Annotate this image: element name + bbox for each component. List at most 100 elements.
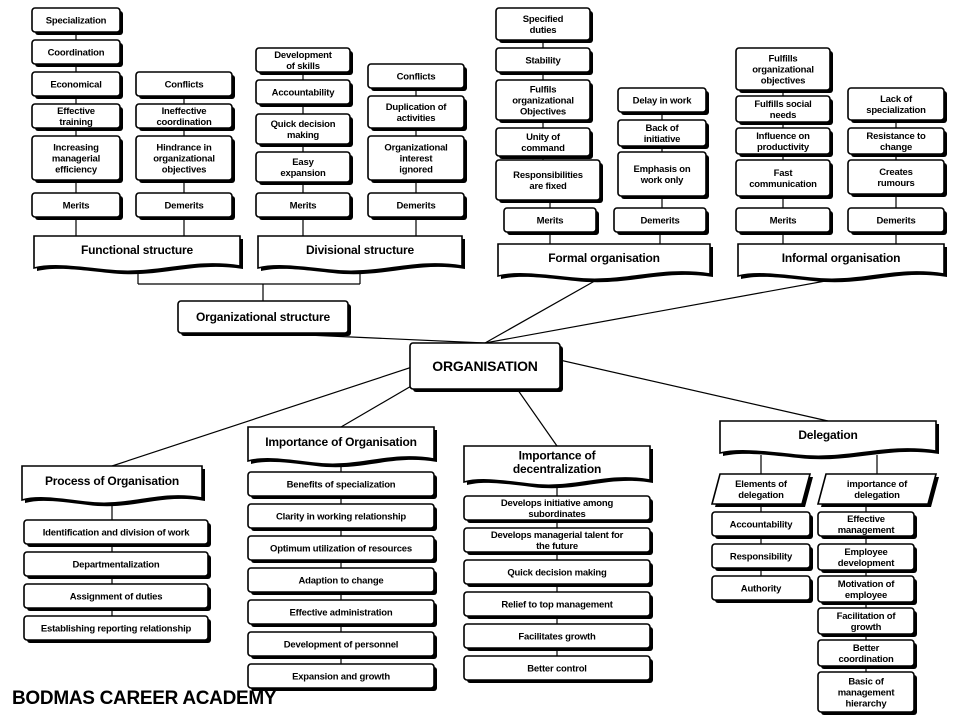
- node-label: Hindrance in: [156, 142, 212, 153]
- node-informal: Informal organisation: [737, 243, 947, 283]
- node-box: [847, 87, 945, 121]
- node-box: [613, 207, 707, 233]
- node-box: [495, 127, 591, 157]
- node-box: [463, 495, 651, 521]
- node-label: Influence on: [756, 131, 810, 142]
- node-i3: Optimum utilization of resources: [247, 535, 437, 563]
- node-delegation: Delegation: [719, 420, 939, 460]
- node-label: Establishing reporting relationship: [41, 623, 192, 634]
- node-label: objectives: [162, 164, 206, 175]
- node-label: Expansion and growth: [292, 671, 390, 682]
- node-box: [135, 103, 233, 129]
- node-box: [247, 663, 435, 689]
- node-dc4: Relief to top management: [463, 591, 653, 619]
- node-label: Development: [274, 50, 332, 61]
- node-box: [847, 127, 945, 155]
- node-label: Merits: [63, 200, 90, 211]
- node-label: coordination: [838, 654, 894, 665]
- node-label: decentralization: [513, 462, 601, 476]
- node-box: [247, 535, 435, 561]
- node-p1: Identification and division of work: [23, 519, 211, 547]
- node-box: [21, 465, 203, 505]
- node-f-m2: Coordination: [31, 39, 123, 67]
- node-box: [735, 159, 831, 197]
- node-box: [367, 63, 465, 89]
- node-box: [817, 607, 915, 635]
- node-importance: Importance of Organisation: [247, 426, 437, 468]
- node-box: [31, 103, 121, 129]
- node-label: Easy: [292, 157, 314, 168]
- node-label: initiative: [644, 134, 681, 145]
- node-label: Develops initiative among: [501, 498, 614, 509]
- node-label: Importance of: [519, 448, 597, 462]
- node-label: duties: [530, 25, 557, 36]
- node-in-demerits: Demerits: [847, 207, 947, 235]
- node-label: Facilitation of: [837, 611, 897, 622]
- node-label: Conflicts: [165, 79, 204, 90]
- node-d-d1: Conflicts: [367, 63, 467, 91]
- node-label: importance of: [847, 479, 908, 490]
- node-label: Emphasis on: [634, 164, 691, 175]
- node-box: [735, 95, 831, 123]
- node-functional: Functional structure: [33, 235, 243, 275]
- node-label: Stability: [525, 55, 561, 66]
- node-box: [247, 471, 435, 497]
- node-label: Specified: [523, 14, 564, 25]
- node-p4: Establishing reporting relationship: [23, 615, 211, 643]
- node-label: employee: [845, 590, 887, 601]
- node-i1: Benefits of specialization: [247, 471, 437, 499]
- node-box: [367, 135, 465, 181]
- node-center: ORGANISATION: [409, 342, 563, 392]
- node-label: growth: [851, 622, 882, 633]
- node-box: [497, 243, 711, 281]
- node-label: interest: [400, 153, 434, 164]
- node-f-d1: Conflicts: [135, 71, 235, 99]
- node-f-demerits: Demerits: [135, 192, 235, 220]
- node-i6: Development of personnel: [247, 631, 437, 659]
- node-label: Increasing: [53, 142, 99, 153]
- node-box: [255, 47, 351, 73]
- node-label: Basic of: [848, 676, 884, 687]
- node-label: efficiency: [55, 164, 98, 175]
- node-box: [463, 623, 651, 649]
- node-label: expansion: [280, 168, 326, 179]
- node-f-m3: Economical: [31, 71, 123, 99]
- node-f-m1: Specialization: [31, 7, 123, 35]
- node-label: activities: [397, 113, 436, 124]
- node-box: [503, 207, 597, 233]
- node-org-structure: Organizational structure: [177, 300, 351, 336]
- node-box: [135, 192, 233, 218]
- node-box: [31, 135, 121, 181]
- node-label: Process of Organisation: [45, 474, 179, 488]
- node-label: Specialization: [46, 15, 107, 26]
- node-label: Lack of: [880, 94, 913, 105]
- node-label: Quick decision making: [507, 567, 607, 578]
- node-label: Benefits of specialization: [287, 479, 396, 490]
- node-label: Fast: [774, 168, 794, 179]
- node-label: Divisional structure: [306, 243, 415, 257]
- node-label: Responsibilities: [513, 170, 583, 181]
- node-label: rumours: [877, 178, 914, 189]
- node-label: Better control: [527, 663, 586, 674]
- node-label: Delegation: [798, 428, 857, 442]
- node-p3: Assignment of duties: [23, 583, 211, 611]
- node-label: Elements of: [735, 479, 788, 490]
